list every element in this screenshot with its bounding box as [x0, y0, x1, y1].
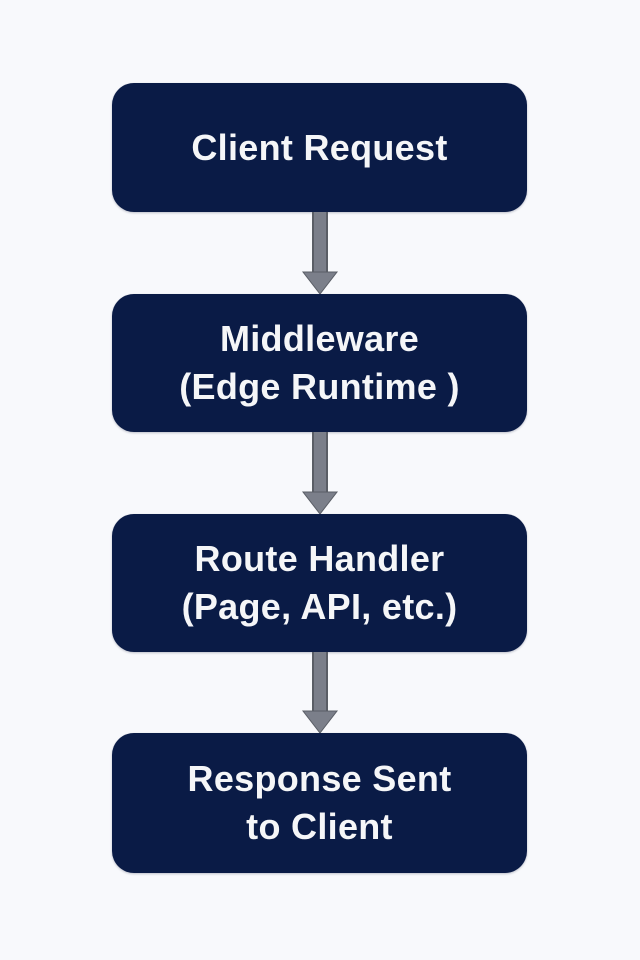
node-response-sent: Response Sent to Client [112, 733, 527, 873]
node-route-handler: Route Handler (Page, API, etc.) [112, 514, 527, 652]
node-middleware-label-line1: Middleware [219, 318, 420, 360]
node-route-handler-label-line2: (Page, API, etc.) [181, 586, 458, 627]
node-route-handler-label-line1: Route Handler [194, 538, 445, 580]
node-response-sent-label-line1: Response Sent [187, 758, 452, 800]
node-client-request: Client Request [112, 83, 527, 212]
arrow-client-to-middleware-icon [301, 212, 339, 294]
arrow-route-handler-to-response-icon [301, 652, 339, 733]
node-middleware-label-line2: (Edge Runtime ) [179, 366, 460, 407]
node-middleware: Middleware (Edge Runtime ) [112, 294, 527, 432]
arrow-middleware-to-route-handler-icon [301, 432, 339, 514]
node-client-request-label: Client Request [191, 126, 448, 168]
node-response-sent-label-line2: to Client [246, 806, 393, 847]
